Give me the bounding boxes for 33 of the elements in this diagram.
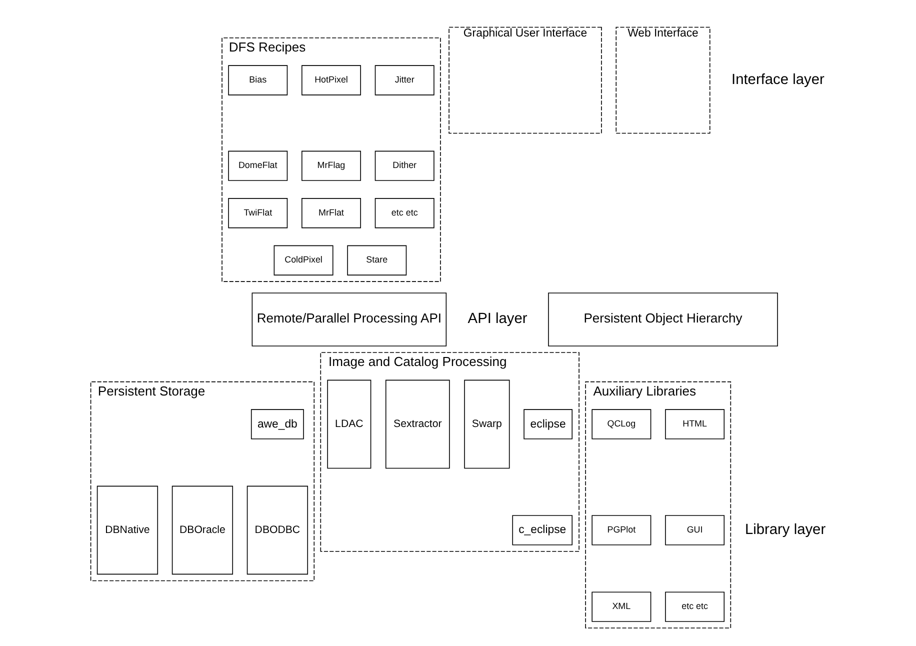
node-box: LDAC <box>327 380 372 469</box>
node-box: awe_db <box>250 409 304 440</box>
node-box: Jitter <box>374 65 434 96</box>
node-box: ColdPixel <box>274 245 334 276</box>
node-box: Dither <box>374 150 434 181</box>
node-box: eclipse <box>524 409 573 440</box>
node-box: Swarp <box>464 380 510 469</box>
node-box: c_eclipse <box>512 515 573 546</box>
node-box: Remote/Parallel Processing API <box>252 292 447 346</box>
label: Interface layer <box>732 72 824 88</box>
node-box: Persistent Object Hierarchy <box>548 292 778 346</box>
node-box: HotPixel <box>302 65 361 96</box>
node-box: Stare <box>347 245 407 276</box>
node-box: PGPlot <box>592 515 652 546</box>
node-box: Web Interface <box>616 26 710 134</box>
node-box: XML <box>592 592 652 622</box>
label: Library layer <box>744 522 826 538</box>
label: API layer <box>468 311 528 328</box>
node-box: etc etc <box>665 592 725 622</box>
node-box: Graphical User Interface <box>448 26 602 134</box>
node-box: etc etc <box>374 198 434 228</box>
node-box: DBOracle <box>172 486 234 575</box>
node-box: GUI <box>665 515 725 546</box>
node-box: DBODBC <box>246 486 308 575</box>
node-box: MrFlat <box>302 198 361 228</box>
node-box: Bias <box>228 65 288 96</box>
node-box: DomeFlat <box>228 150 288 181</box>
node-box: QCLog <box>592 409 652 440</box>
node-box: TwiFlat <box>228 198 288 228</box>
node-box: DBNative <box>96 486 158 575</box>
node-box: Sextractor <box>385 380 450 469</box>
node-box: MrFlag <box>302 150 361 181</box>
node-box: HTML <box>665 409 725 440</box>
